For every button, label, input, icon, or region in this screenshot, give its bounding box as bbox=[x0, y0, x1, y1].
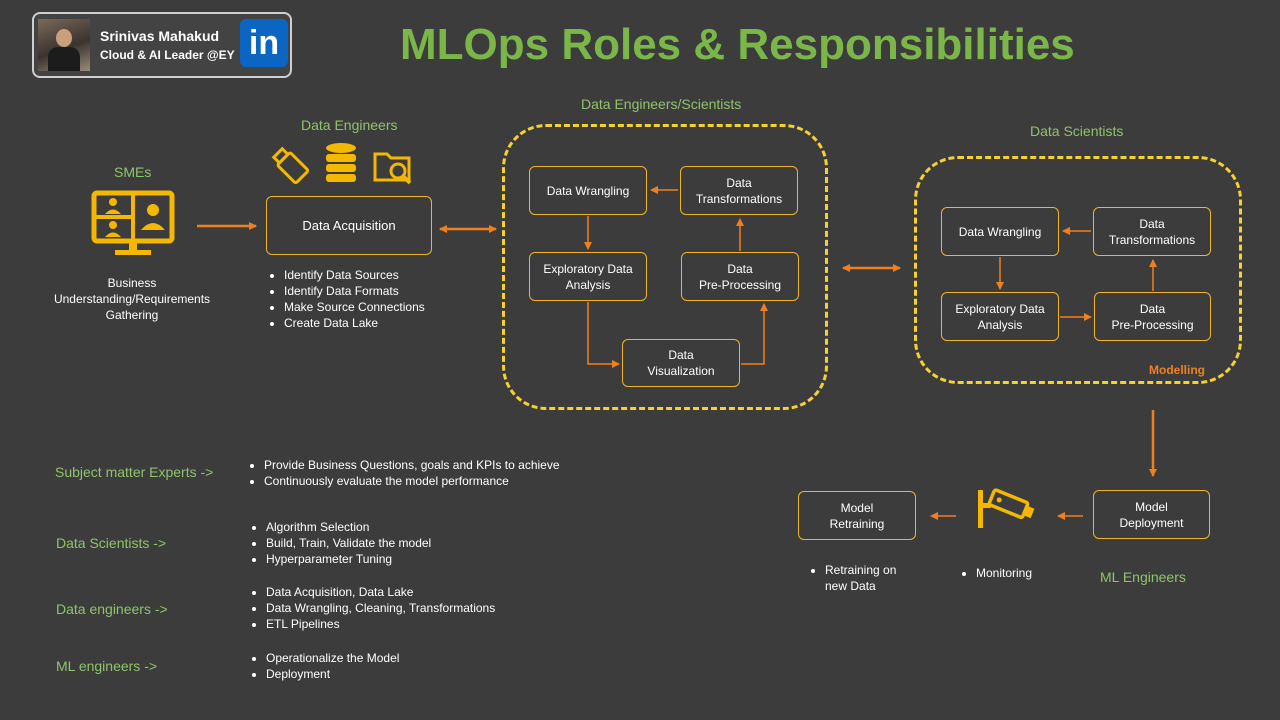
usb-drive-icon bbox=[271, 146, 310, 184]
list-item: Data Wrangling, Cleaning, Transformation… bbox=[266, 600, 495, 616]
list-item: Operationalize the Model bbox=[266, 650, 399, 666]
folder-search-icon bbox=[373, 152, 412, 185]
arrow-visualization-to-preprocessing bbox=[741, 303, 768, 365]
profile-name: Srinivas Mahakud bbox=[100, 28, 220, 44]
arrow-eda-to-visualization bbox=[587, 302, 620, 368]
database-icon bbox=[326, 143, 356, 182]
video-conference-icon bbox=[91, 190, 175, 255]
ds-transformations-box: Data Transformations bbox=[1093, 207, 1211, 256]
list-item: Identify Data Sources bbox=[284, 267, 425, 283]
role-de-label: Data engineers -> bbox=[56, 601, 168, 617]
data-engineers-label: Data Engineers bbox=[301, 117, 398, 133]
list-item: ETL Pipelines bbox=[266, 616, 495, 632]
role-mle-label: ML engineers -> bbox=[56, 658, 158, 674]
smes-label: SMEs bbox=[114, 164, 152, 180]
linkedin-icon[interactable]: in bbox=[240, 19, 288, 67]
role-ds-label: Data Scientists -> bbox=[56, 535, 167, 551]
modelling-tag: Modelling bbox=[1149, 363, 1205, 377]
list-item: Monitoring bbox=[976, 565, 1032, 581]
list-item: Continuously evaluate the model performa… bbox=[264, 473, 560, 489]
list-item: Data Acquisition, Data Lake bbox=[266, 584, 495, 600]
de-preprocessing-box: Data Pre-Processing bbox=[681, 252, 799, 301]
list-item: Create Data Lake bbox=[284, 315, 425, 331]
list-item: Make Source Connections bbox=[284, 299, 425, 315]
modelling-group bbox=[914, 156, 1242, 384]
role-sme-label: Subject matter Experts -> bbox=[55, 464, 214, 480]
de-transformations-box: Data Transformations bbox=[680, 166, 798, 215]
smes-caption: Business Understanding/Requirements Gath… bbox=[53, 276, 211, 322]
role-ds-list: Algorithm Selection Build, Train, Valida… bbox=[248, 519, 431, 567]
profile-card[interactable]: Srinivas Mahakud Cloud & AI Leader @EY i… bbox=[32, 12, 292, 78]
profile-role: Cloud & AI Leader @EY bbox=[100, 48, 235, 62]
role-sme-list: Provide Business Questions, goals and KP… bbox=[246, 457, 560, 489]
page-title: MLOps Roles & Responsibilities bbox=[400, 20, 1075, 69]
de-eda-box: Exploratory Data Analysis bbox=[529, 252, 647, 301]
role-mle-list: Operationalize the Model Deployment bbox=[248, 650, 399, 682]
data-engineers-bullets: Identify Data Sources Identify Data Form… bbox=[266, 267, 425, 331]
de-visualization-box: Data Visualization bbox=[622, 339, 740, 387]
de-wrangling-box: Data Wrangling bbox=[529, 166, 647, 215]
ml-engineers-label: ML Engineers bbox=[1100, 569, 1186, 585]
ds-eda-box: Exploratory Data Analysis bbox=[941, 292, 1059, 341]
model-retraining-box: Model Retraining bbox=[798, 491, 916, 540]
list-item: Hyperparameter Tuning bbox=[266, 551, 431, 567]
model-deployment-box: Model Deployment bbox=[1093, 490, 1210, 539]
role-de-list: Data Acquisition, Data Lake Data Wrangli… bbox=[248, 584, 495, 632]
list-item: Identify Data Formats bbox=[284, 283, 425, 299]
list-item: Provide Business Questions, goals and KP… bbox=[264, 457, 560, 473]
list-item: Algorithm Selection bbox=[266, 519, 431, 535]
security-camera-icon bbox=[978, 488, 1035, 528]
de-scientists-group bbox=[502, 124, 828, 410]
ds-wrangling-box: Data Wrangling bbox=[941, 207, 1059, 256]
avatar bbox=[38, 19, 90, 71]
data-scientists-label: Data Scientists bbox=[1030, 123, 1124, 139]
monitoring-bullet: Monitoring bbox=[958, 565, 1032, 581]
de-scientists-label: Data Engineers/Scientists bbox=[581, 96, 742, 112]
ds-preprocessing-box: Data Pre-Processing bbox=[1094, 292, 1211, 341]
list-item: Deployment bbox=[266, 666, 399, 682]
list-item: Build, Train, Validate the model bbox=[266, 535, 431, 551]
data-acquisition-box: Data Acquisition bbox=[266, 196, 432, 255]
